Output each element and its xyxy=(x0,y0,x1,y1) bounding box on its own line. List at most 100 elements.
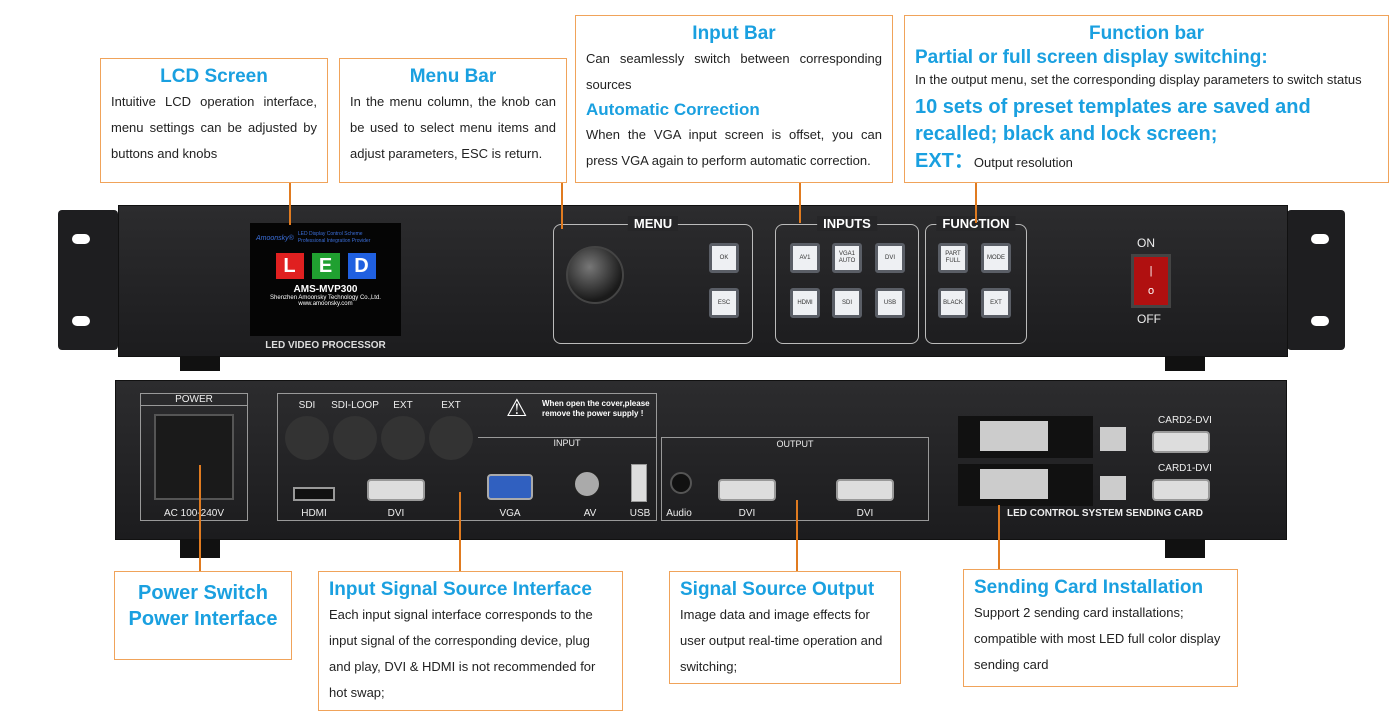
menu-panel-label: MENU xyxy=(627,216,679,231)
dvi-input-port[interactable] xyxy=(367,479,425,501)
rear-panel xyxy=(115,380,1287,540)
callout-title: Power Switch xyxy=(137,582,269,604)
callout-text: In the output menu, set the correspondin… xyxy=(915,72,1362,87)
front-left-ear xyxy=(58,210,118,350)
menu-panel: MENU xyxy=(553,216,753,344)
power-rocker-switch[interactable]: |o xyxy=(1131,254,1171,308)
usb-label: USB xyxy=(629,508,651,519)
ext-label: EXT： xyxy=(915,150,974,172)
input-bar-callout: Input Bar Can seamlessly switch between … xyxy=(575,15,893,183)
vga-port[interactable] xyxy=(487,474,533,500)
mode-button[interactable]: MODE xyxy=(981,243,1011,273)
sdi-port-cap xyxy=(285,416,329,460)
dvi-output-port-2[interactable] xyxy=(836,479,894,501)
function-bar-callout: Function bar Partial or full screen disp… xyxy=(904,15,1389,183)
callout-title: Input Signal Source Interface xyxy=(329,579,592,600)
lcd-letter: L xyxy=(275,253,304,279)
switch-off-label: OFF xyxy=(1137,312,1161,326)
ext-port-cap xyxy=(429,416,473,460)
lcd-slogan: Professional Integration Provider xyxy=(297,238,371,244)
company-name: Shenzhen Amoonsky Technology Co.,Ltd. xyxy=(270,295,381,301)
callout-text: Intuitive LCD operation interface, menu … xyxy=(111,94,317,161)
hdmi-button[interactable]: HDMI xyxy=(790,288,820,318)
callout-text: Image data and image effects for user ou… xyxy=(680,607,883,674)
callout-title: Power Interface xyxy=(128,608,278,630)
dvi-button[interactable]: DVI xyxy=(875,243,905,273)
callout-text: Support 2 sending card installations; co… xyxy=(974,605,1221,672)
menu-knob[interactable] xyxy=(566,246,624,304)
card1-usb-port[interactable] xyxy=(1100,476,1126,500)
audio-label: Audio xyxy=(666,508,692,519)
callout-title: Function bar xyxy=(1088,23,1205,44)
sending-card-callout: Sending Card Installation Support 2 send… xyxy=(963,569,1238,687)
card1-dvi-port[interactable] xyxy=(1152,479,1210,501)
power-rating: AC 100-240V xyxy=(163,508,225,519)
function-panel-label: FUNCTION xyxy=(936,216,1016,231)
ext-port-label: EXT xyxy=(393,400,413,411)
vga-auto-button[interactable]: VGA1 AUTO xyxy=(832,243,862,273)
sdi-loop-port-cap xyxy=(333,416,377,460)
power-socket[interactable] xyxy=(154,414,234,500)
function-panel: FUNCTION xyxy=(925,216,1027,344)
power-section: POWER AC 100-240V xyxy=(140,393,248,521)
ext-button[interactable]: EXT xyxy=(981,288,1011,318)
vga-label: VGA xyxy=(499,508,521,519)
switch-on-label: ON xyxy=(1137,236,1155,250)
callout-title: Input Bar xyxy=(692,23,776,44)
sdi-port-label: SDI xyxy=(298,400,316,411)
sending-card-2 xyxy=(958,416,1093,458)
inputs-panel-label: INPUTS xyxy=(817,216,877,231)
esc-button[interactable]: ESC xyxy=(709,288,739,318)
card2-label: CARD2-DVI xyxy=(1158,415,1212,426)
ext-port-label: EXT xyxy=(441,400,461,411)
av-port[interactable] xyxy=(573,470,601,498)
usb-port[interactable] xyxy=(631,464,647,502)
callout-title: Signal Source Output xyxy=(680,579,875,600)
sending-card-label: LED CONTROL SYSTEM SENDING CARD xyxy=(1007,508,1203,519)
brand-logo: Amoonsky® xyxy=(256,234,294,242)
black-button[interactable]: BLACK xyxy=(938,288,968,318)
dvi-output-label: DVI xyxy=(738,508,756,519)
callout-subtitle: Partial or full screen display switching… xyxy=(915,47,1268,68)
hdmi-port[interactable] xyxy=(293,487,335,501)
callout-text: In the menu column, the knob can be used… xyxy=(350,94,556,161)
part-full-button[interactable]: PART FULL xyxy=(938,243,968,273)
sdi-button[interactable]: SDI xyxy=(832,288,862,318)
usb-button[interactable]: USB xyxy=(875,288,905,318)
callout-title: Sending Card Installation xyxy=(974,577,1204,598)
model-name: AMS-MVP300 xyxy=(293,284,358,295)
power-callout: Power Switch Power Interface xyxy=(114,571,292,660)
input-section-label: INPUT xyxy=(478,437,656,448)
power-label: POWER xyxy=(141,394,247,406)
output-section-label: OUTPUT xyxy=(776,439,814,449)
card1-label: CARD1-DVI xyxy=(1158,463,1212,474)
ok-button[interactable]: OK xyxy=(709,243,739,273)
audio-port[interactable] xyxy=(670,472,692,494)
callout-title: Menu Bar xyxy=(409,66,497,87)
lcd-letter: E xyxy=(311,253,340,279)
av1-button[interactable]: AV1 xyxy=(790,243,820,273)
warning-icon: ⚠ xyxy=(506,395,528,422)
dvi-input-label: DVI xyxy=(387,508,405,519)
ext-port-cap xyxy=(381,416,425,460)
signal-output-callout: Signal Source Output Image data and imag… xyxy=(669,571,901,684)
menu-bar-callout: Menu Bar In the menu column, the knob ca… xyxy=(339,58,567,183)
callout-subtitle: Automatic Correction xyxy=(586,100,760,119)
card2-dvi-port[interactable] xyxy=(1152,431,1210,453)
device-label: LED VIDEO PROCESSOR xyxy=(265,340,386,351)
callout-highlight: 10 sets of preset templates are saved an… xyxy=(915,96,1311,145)
callout-text: When the VGA input screen is offset, you… xyxy=(586,127,882,168)
hdmi-label: HDMI xyxy=(301,508,327,519)
card2-usb-port[interactable] xyxy=(1100,427,1126,451)
callout-title: LCD Screen xyxy=(160,66,268,87)
inputs-panel: INPUTS xyxy=(775,216,919,344)
sdi-loop-port-label: SDI-LOOP xyxy=(331,400,379,411)
dvi-output-label: DVI xyxy=(856,508,874,519)
warning-text: When open the cover,please remove the po… xyxy=(542,399,650,418)
dvi-output-port-1[interactable] xyxy=(718,479,776,501)
callout-text: Each input signal interface corresponds … xyxy=(329,607,596,700)
lcd-screen-callout: LCD Screen Intuitive LCD operation inter… xyxy=(100,58,328,183)
output-section xyxy=(661,437,929,521)
callout-text: Can seamlessly switch between correspond… xyxy=(586,51,882,92)
